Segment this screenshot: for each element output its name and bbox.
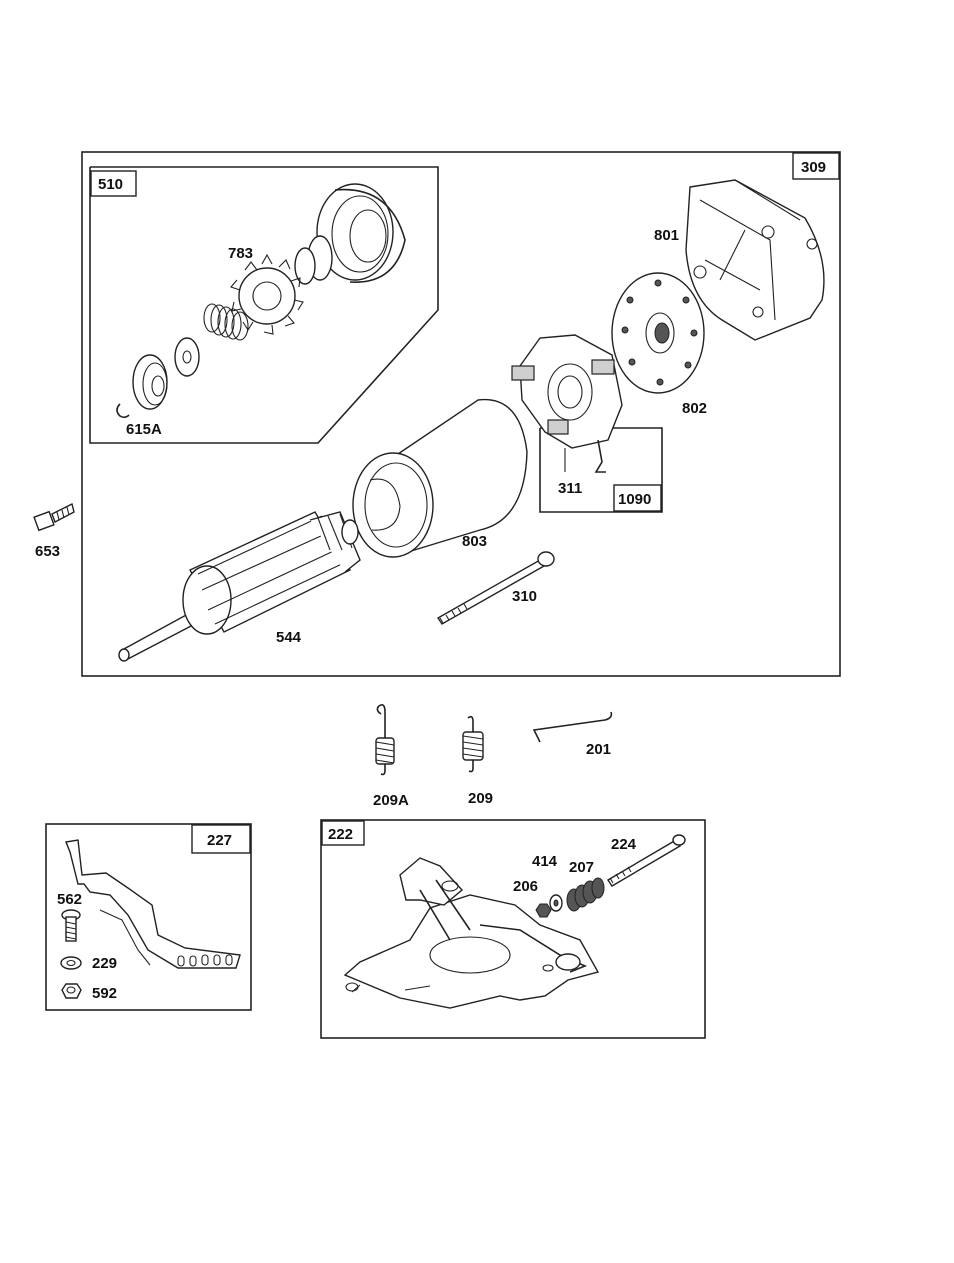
lock-washer-icon [61,957,81,969]
frame-227-label: 227 [207,832,232,849]
brush-holder-icon [512,335,622,472]
drive-pinion-assembly [231,184,405,334]
part-229-label: 229 [92,955,117,972]
part-801-label: 801 [654,227,679,244]
link-rod-icon [534,712,611,742]
part-653-label: 653 [35,543,60,560]
end-cap-icon [686,180,824,340]
bolt-icon [34,504,74,530]
small-nut-icon [536,904,551,917]
part-783-label: 783 [228,245,253,262]
frame-1090-label: 1090 [618,491,651,508]
washer-icon [175,338,199,376]
cover-plate-icon [612,273,704,393]
part-209-label: 209 [468,790,493,807]
hex-nut-icon [62,984,81,998]
part-592-label: 592 [92,985,117,1002]
stop-collar-icon [133,355,167,409]
small-washer-icon [550,895,562,911]
part-310-label: 310 [512,588,537,605]
frame-510-label: 510 [98,176,123,193]
part-802-label: 802 [682,400,707,417]
part-224-label: 224 [611,836,637,853]
spring-209a-icon [376,705,394,775]
part-209a-label: 209A [373,792,409,809]
screw-icon [62,910,80,941]
part-803-label: 803 [462,533,487,550]
part-544-label: 544 [276,629,302,646]
part-311-label: 311 [558,480,582,497]
armature-icon [119,512,360,661]
control-bracket-icon [345,858,598,1008]
motor-housing-icon [353,400,527,557]
part-562-label: 562 [57,891,82,908]
frame-309-label: 309 [801,159,826,176]
retaining-ring-icon [117,404,129,417]
compression-spring-icon [567,878,604,911]
part-414-label: 414 [532,853,558,870]
governor-lever-icon [66,840,240,968]
spring-209-icon [463,717,483,772]
part-206-label: 206 [513,878,538,895]
part-615a-label: 615A [126,421,162,438]
part-207-label: 207 [569,859,594,876]
part-201-label: 201 [586,741,611,758]
frame-222-label: 222 [328,826,353,843]
spring-icon [204,304,248,340]
